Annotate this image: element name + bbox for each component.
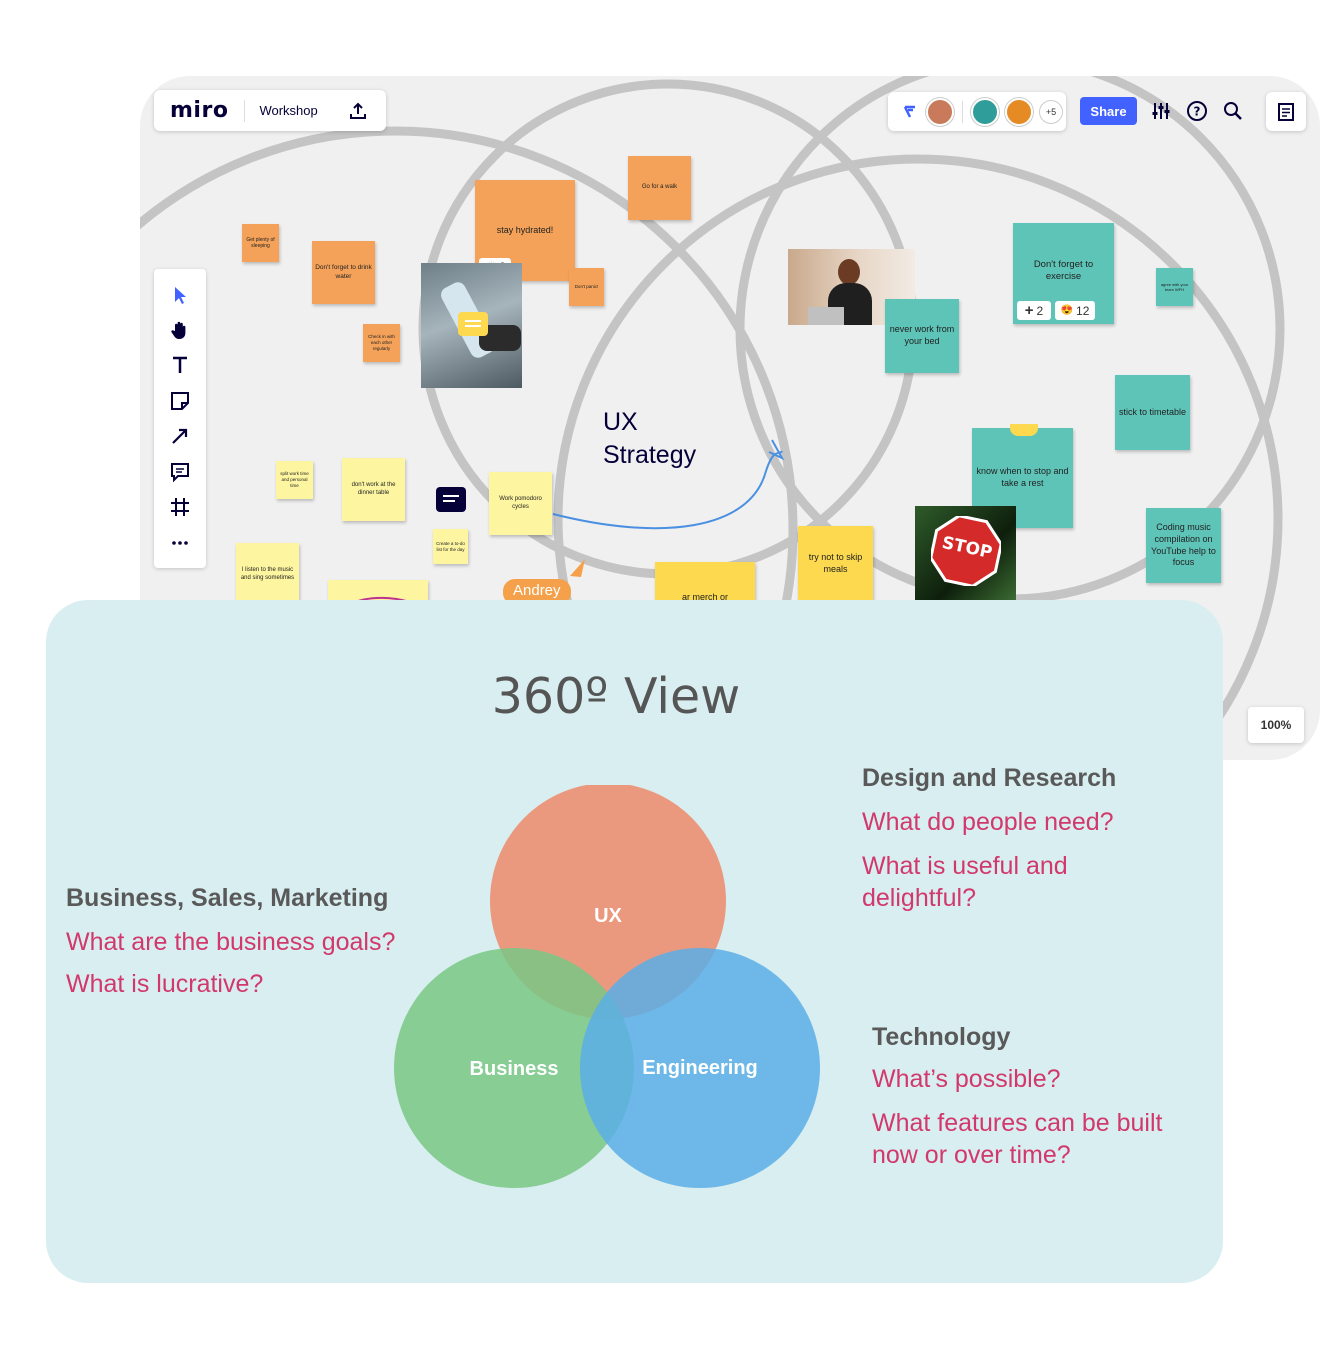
blue-connector-line: [552, 450, 783, 530]
sticky-note[interactable]: never work from your bed: [885, 299, 959, 373]
text-tool-icon[interactable]: [168, 353, 192, 377]
venn-label-ux: UX: [594, 905, 622, 927]
cursor-arrow: [570, 559, 585, 577]
svg-text:?: ?: [1194, 105, 1201, 119]
avatar[interactable]: [1005, 97, 1033, 126]
sticky-note-icon[interactable]: [168, 389, 192, 413]
sticky-note[interactable]: Don't panic!: [569, 268, 604, 306]
avatar[interactable]: [926, 97, 954, 126]
export-icon[interactable]: [348, 101, 368, 121]
stop-sign-icon: [931, 516, 1001, 586]
comment-icon[interactable]: [168, 460, 192, 484]
board-name[interactable]: Workshop: [259, 103, 318, 118]
hand-pan-icon[interactable]: [168, 318, 192, 342]
business-question: What is lucrative?: [66, 970, 264, 998]
board-circle-right: [553, 154, 1283, 760]
board-header: miro Workshop: [154, 90, 386, 131]
sticky-note[interactable]: Go for a walk: [628, 156, 691, 220]
sticky-note[interactable]: try not to skip meals: [798, 526, 873, 601]
plus-icon: +: [1024, 302, 1034, 319]
sticky-note[interactable]: Don't forget to drink water: [312, 241, 375, 304]
share-button[interactable]: Share: [1080, 97, 1137, 125]
divider: [244, 99, 246, 122]
avatar[interactable]: [971, 97, 999, 126]
venn-label-engineering: Engineering: [642, 1057, 758, 1079]
design-question: What do people need?: [862, 808, 1114, 836]
more-tools-icon[interactable]: [168, 531, 192, 555]
sticky-note[interactable]: Coding music compilation on YouTube help…: [1146, 508, 1221, 583]
sticky-note[interactable]: split work time and personal time: [276, 461, 313, 499]
slide-title: 360º View: [491, 668, 741, 725]
zoom-level[interactable]: 100%: [1248, 707, 1304, 743]
sticky-note[interactable]: Check in with each other regularly: [363, 324, 400, 362]
miro-logo: miro: [170, 98, 229, 123]
reaction-badge[interactable]: 😍12: [1055, 301, 1095, 320]
reaction-badge[interactable]: +2: [1017, 301, 1051, 320]
help-icon[interactable]: ?: [1186, 100, 1208, 122]
sticky-note[interactable]: agree with your team WFH: [1156, 268, 1193, 306]
settings-sliders-icon[interactable]: [1150, 100, 1172, 122]
ux-strategy-title[interactable]: UX Strategy: [603, 408, 697, 469]
sticky-note[interactable]: stick to timetable: [1115, 375, 1190, 450]
venn-label-business: Business: [470, 1058, 559, 1080]
heart-eyes-emoji-icon: 😍: [1060, 305, 1074, 316]
search-icon[interactable]: [1222, 100, 1244, 122]
reactions-icon[interactable]: [902, 104, 918, 120]
board-circle-left: [140, 126, 798, 760]
stop-sign-photo[interactable]: STOP: [915, 506, 1016, 600]
engineering-circle: [580, 948, 820, 1188]
business-heading: Business, Sales, Marketing: [66, 884, 389, 912]
sticky-note[interactable]: Work pomodoro cycles: [489, 472, 552, 535]
comment-bubble-icon[interactable]: [458, 312, 488, 336]
comment-bubble-icon[interactable]: [1010, 424, 1038, 436]
technology-question: What’s possible?: [872, 1065, 1061, 1093]
technology-heading: Technology: [872, 1023, 1011, 1051]
sticky-note[interactable]: Get plenty of sleeping: [242, 224, 279, 262]
select-cursor-icon[interactable]: [168, 283, 192, 307]
notes-panel-button[interactable]: [1266, 92, 1306, 131]
sticky-note[interactable]: I listen to the music and sing sometimes: [236, 543, 299, 606]
design-heading: Design and Research: [862, 764, 1117, 792]
sticky-note[interactable]: don't work at the dinner table: [342, 458, 405, 521]
sticky-note[interactable]: Create a to-do list for the day: [433, 529, 468, 564]
frame-icon[interactable]: [168, 495, 192, 519]
left-toolbar: [154, 269, 206, 568]
arrow-line-icon[interactable]: [168, 424, 192, 448]
more-collaborators-count[interactable]: +5: [1039, 99, 1063, 124]
divider: [962, 100, 963, 123]
business-circle: [394, 948, 634, 1188]
business-question: What are the business goals?: [66, 928, 396, 956]
comment-bubble-icon[interactable]: [436, 487, 466, 512]
technology-question: What features can be built now or over t…: [872, 1109, 1163, 1169]
design-question: What is useful and delightful?: [862, 852, 1068, 912]
venn-diagram: UX Business Engineering: [394, 785, 820, 1188]
notes-icon: [1278, 103, 1294, 121]
collaborators-bar: +5: [888, 92, 1066, 131]
slide-360-view: 360º View UX Business Engineering Busine…: [46, 600, 1223, 1283]
woman-laptop-photo[interactable]: [788, 249, 915, 325]
